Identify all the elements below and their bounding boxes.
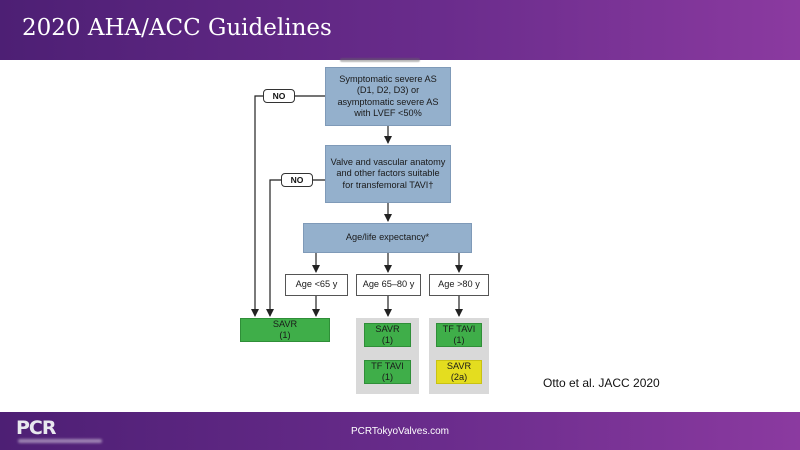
age-group-label: Age >80 y [438, 279, 480, 290]
age-group-label: Age <65 y [295, 279, 338, 290]
mid-bottom-label: TF TAVI [371, 360, 404, 371]
savr-class: (1) [279, 330, 291, 340]
pcr-logo-mark: PCR [16, 417, 56, 439]
title-bar: 2020 AHA/ACC Guidelines [0, 0, 800, 60]
cropped-text-fragment [340, 58, 420, 62]
no-label-start: NO [263, 89, 295, 103]
footer-bar: PCR PCRTokyoValves.com [0, 412, 800, 450]
right-top-class: (1) [453, 335, 465, 345]
anatomy-line-2: and other factors suitable [336, 168, 440, 179]
savr-outcome-box: SAVR (1) [240, 318, 330, 342]
mid-top-label: SAVR [375, 323, 400, 334]
age-over-80-box: Age >80 y [429, 274, 489, 296]
start-line-1: Symptomatic severe AS [339, 74, 437, 85]
anatomy-suitable-box: Valve and vascular anatomy and other fac… [325, 145, 451, 203]
age-group-label: Age 65–80 y [362, 279, 415, 290]
pcr-logo: PCR [16, 417, 106, 445]
mid-savr-box: SAVR (1) [364, 323, 411, 347]
mid-tf-tavi-box: TF TAVI (1) [364, 360, 411, 384]
savr-label: SAVR [272, 318, 298, 329]
age-under-65-box: Age <65 y [285, 274, 348, 296]
start-line-3: asymptomatic severe AS [337, 96, 439, 107]
right-bottom-class: (2a) [450, 372, 468, 382]
start-line-2: (D1, D2, D3) or [356, 85, 420, 96]
age-box-label: Age/life expectancy* [345, 232, 430, 243]
mid-bottom-class: (1) [381, 372, 394, 382]
slide-title: 2020 AHA/ACC Guidelines [22, 15, 332, 41]
right-bottom-label: SAVR [446, 360, 472, 371]
no-label-anatomy: NO [281, 173, 313, 187]
citation: Otto et al. JACC 2020 [543, 376, 660, 390]
right-savr-box: SAVR (2a) [436, 360, 482, 384]
symptomatic-severe-as-box: Symptomatic severe AS (D1, D2, D3) or as… [325, 67, 451, 126]
right-top-label: TF TAVI [442, 323, 476, 334]
start-line-4: with LVEF <50% [354, 107, 422, 118]
right-tf-tavi-box: TF TAVI (1) [436, 323, 482, 347]
mid-top-class: (1) [381, 335, 394, 345]
age-life-expectancy-box: Age/life expectancy* [303, 223, 472, 253]
anatomy-line-3: for transfemoral TAVI† [342, 179, 434, 190]
footer-url: PCRTokyoValves.com [351, 426, 449, 437]
arrow-no-to-savr-1 [251, 95, 325, 317]
age-65-80-box: Age 65–80 y [356, 274, 421, 296]
anatomy-line-1: Valve and vascular anatomy [330, 157, 446, 168]
pcr-logo-tagline [18, 439, 102, 443]
